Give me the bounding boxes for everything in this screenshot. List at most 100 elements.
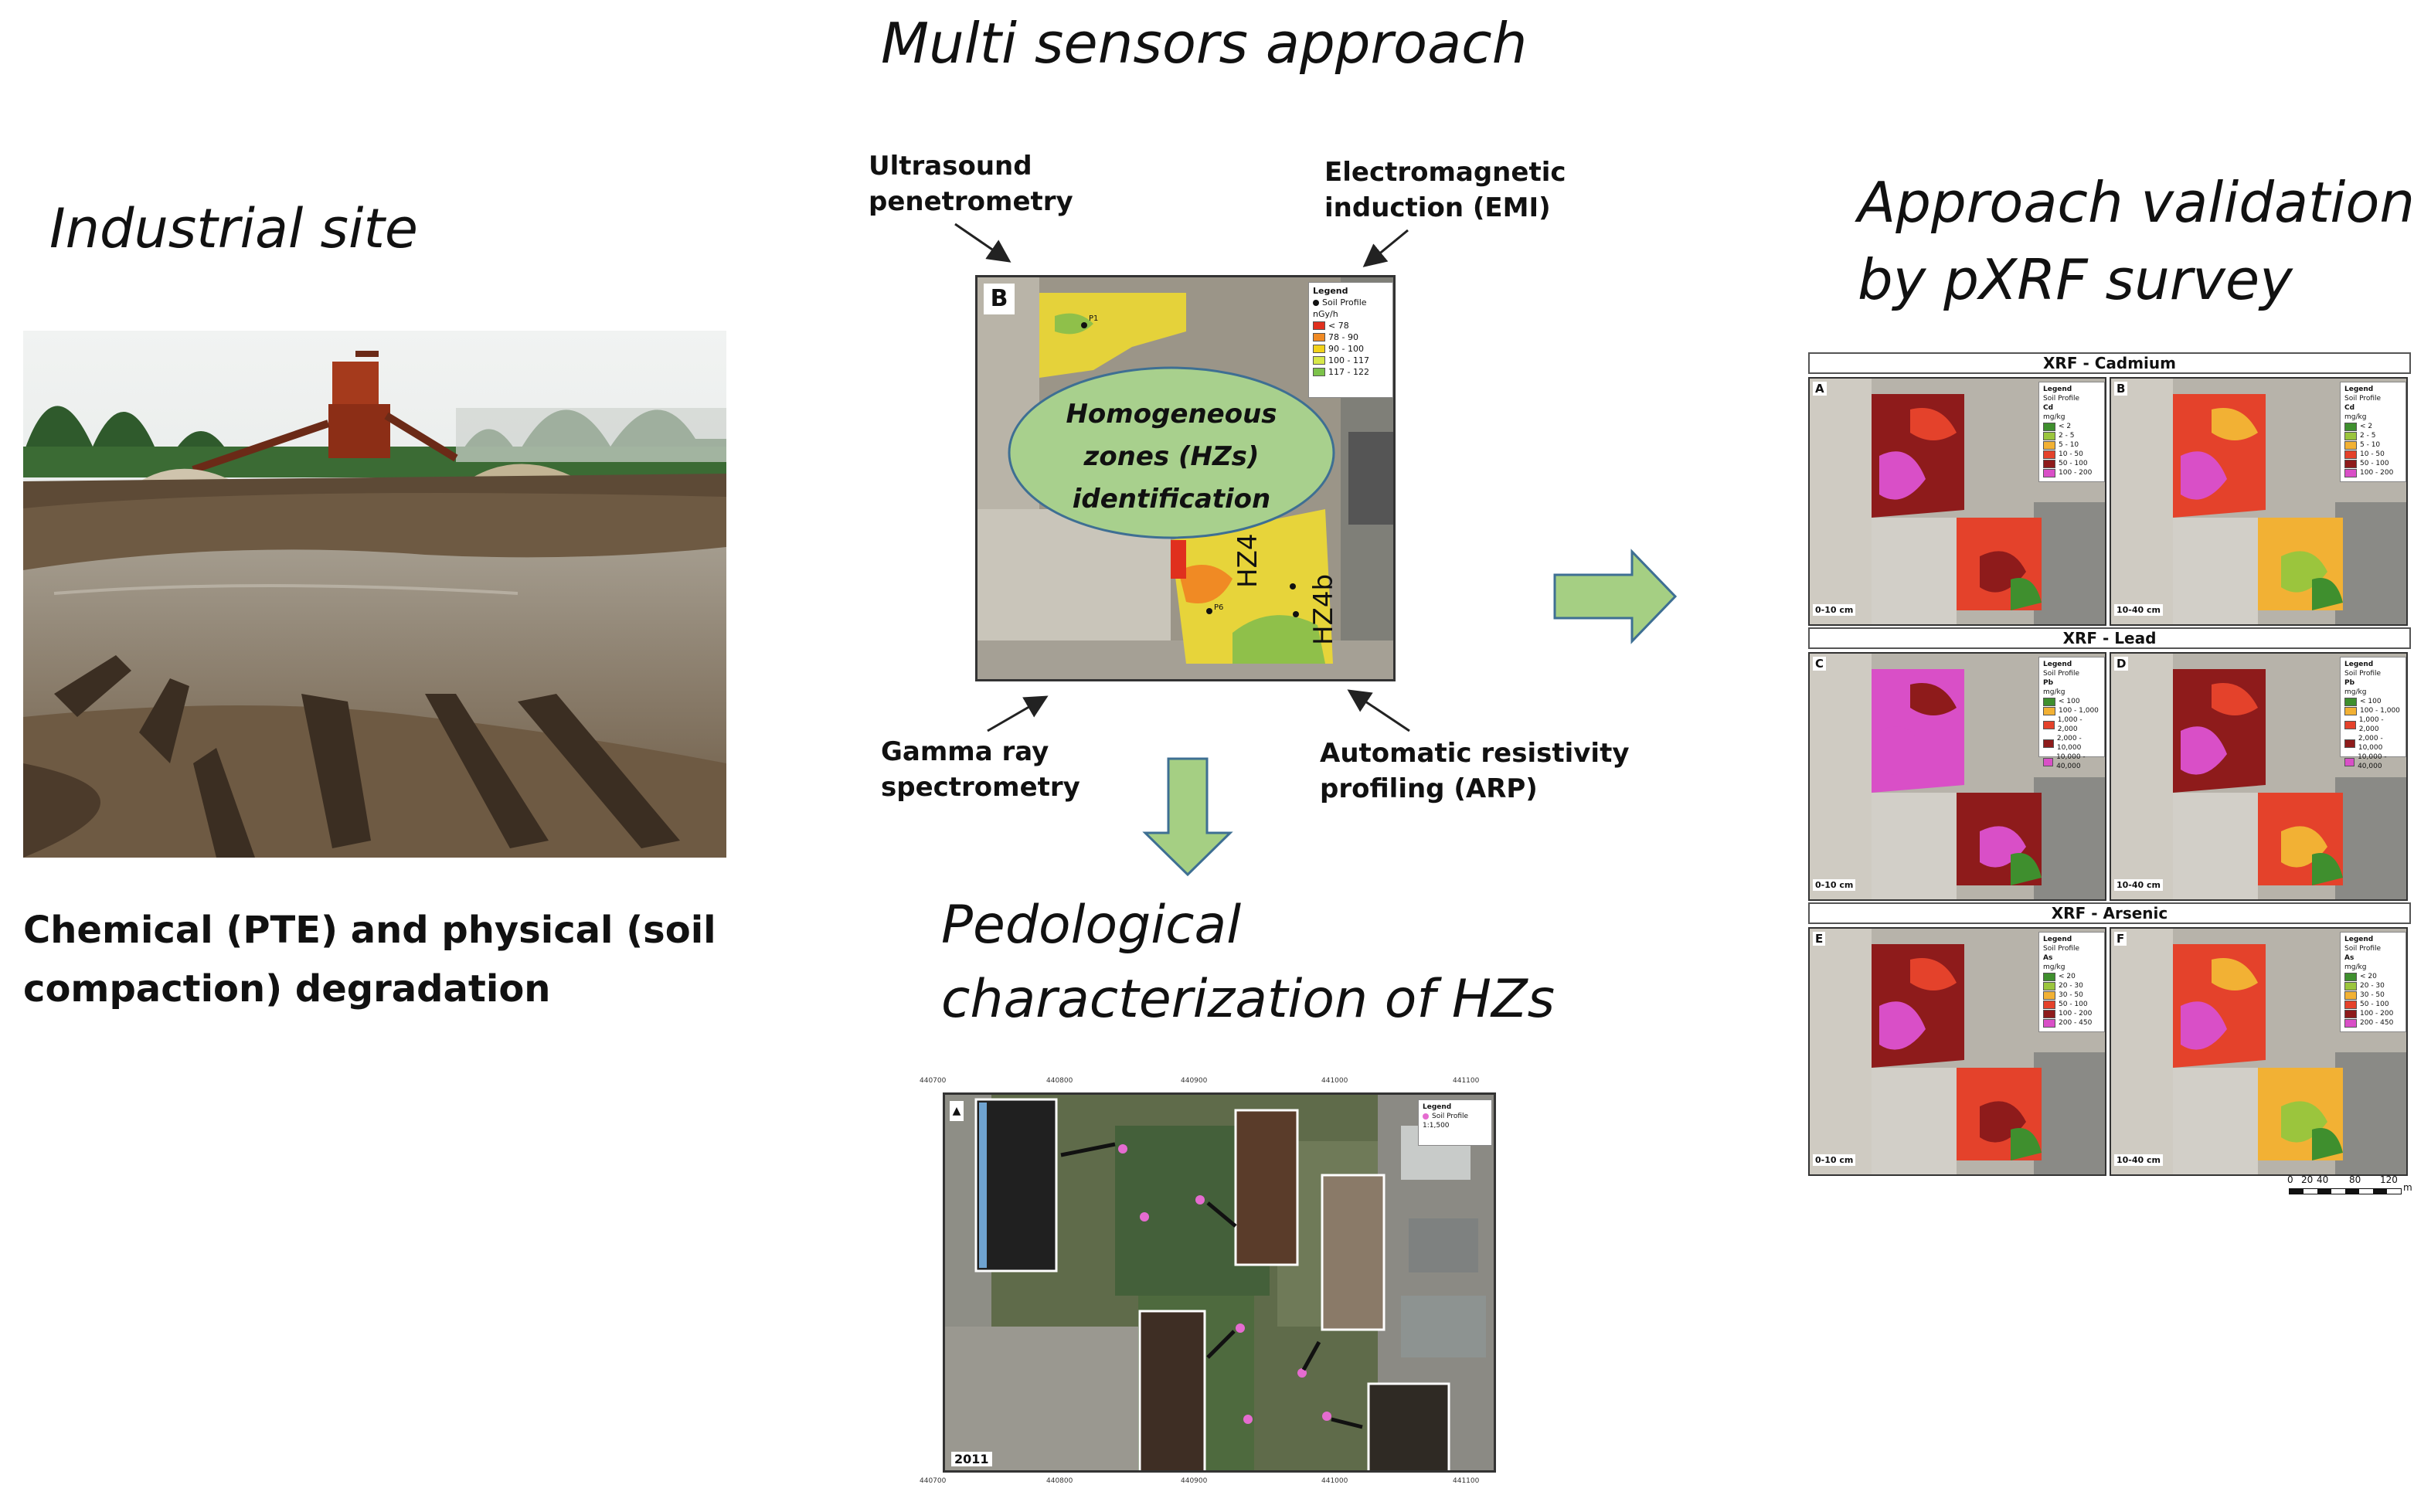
xrf-legend-swatch xyxy=(2344,697,2357,706)
xrf-legend-class: 2,000 - 10,000 xyxy=(2344,734,2402,753)
xrf-legend-class-label: 5 - 10 xyxy=(2059,441,2079,449)
sensor-label-arp: Automatic resistivity profiling (ARP) xyxy=(1320,736,1630,807)
north-arrow-icon: ▲ xyxy=(950,1101,964,1121)
xrf-legend-class: 50 - 100 xyxy=(2344,1000,2402,1009)
xrf-legend-class-label: 2 - 5 xyxy=(2360,432,2376,440)
xrf-legend-class-label: 10 - 50 xyxy=(2059,450,2083,458)
pedo-bottom-tick: 440800 xyxy=(1046,1477,1073,1485)
xrf-legend-swatch xyxy=(2344,450,2357,459)
arrow-ultrasound xyxy=(954,223,1012,263)
crusher-machine xyxy=(192,351,458,474)
xrf-zone-area xyxy=(2212,683,2258,715)
hz-legend-point-label: Soil Profile xyxy=(1322,297,1367,307)
xrf-legend-swatch xyxy=(2344,459,2357,468)
xrf-map-imagery xyxy=(1810,654,2105,899)
soil-profile-point xyxy=(1243,1415,1253,1424)
xrf-legend-class: < 20 xyxy=(2344,972,2402,981)
pedo-map: 440700 440800 440900 441000 441100 xyxy=(920,1077,1515,1494)
xrf-legend-class-label: 30 - 50 xyxy=(2360,991,2385,999)
xrf-zone-area xyxy=(2011,1128,2042,1160)
xrf-legend-unit: mg/kg xyxy=(2344,963,2367,971)
hz-legend-class: < 78 xyxy=(1313,320,1389,331)
xrf-panel-letter: A xyxy=(1813,382,1827,396)
xrf-legend-class-label: 100 - 200 xyxy=(2059,1010,2093,1018)
xrf-legend-swatch xyxy=(2043,1009,2055,1018)
sensor-label-emi: Electromagnetic induction (EMI) xyxy=(1324,155,1566,226)
profile-photo xyxy=(974,1098,1058,1272)
xrf-zone-area xyxy=(1872,518,1957,624)
hz-legend-class-label: 78 - 90 xyxy=(1328,332,1358,342)
hz-legend-class-label: 117 - 122 xyxy=(1328,367,1369,377)
xrf-legend-class: 2,000 - 10,000 xyxy=(2043,734,2100,753)
xrf-legend-class: 10 - 50 xyxy=(2344,450,2402,459)
pedo-bottom-ticks: 440700 440800 440900 441000 441100 xyxy=(920,1477,1491,1491)
xrf-zone-area xyxy=(2173,1068,2258,1174)
xrf-zone-area xyxy=(2173,518,2258,624)
hz-zone-label: HZ4b xyxy=(1308,573,1339,645)
xrf-legend-class: < 100 xyxy=(2344,697,2402,706)
xrf-legend-class-label: 1,000 - 2,000 xyxy=(2057,716,2082,733)
sensor-label-gamma-line2: spectrometry xyxy=(881,772,1080,803)
xrf-zone-area xyxy=(2034,777,2105,899)
xrf-legend-swatch xyxy=(2043,468,2055,477)
xrf-legend-class-label: 50 - 100 xyxy=(2059,1001,2088,1008)
xrf-legend-class-label: 200 - 450 xyxy=(2360,1019,2394,1027)
hz-legend-class: 100 - 117 xyxy=(1313,355,1389,366)
approach-validation-line2: by pXRF survey xyxy=(1858,247,2293,312)
approach-validation-line1: Approach validation xyxy=(1858,170,2416,235)
xrf-legend-swatch xyxy=(2344,468,2357,477)
xrf-zone-area xyxy=(1879,1001,1926,1050)
hz-map: P1 P6 B HZ4 HZ4b Legend Soil Profile nGy… xyxy=(975,275,1396,681)
xrf-legend-swatch xyxy=(2043,1018,2055,1028)
xrf-legend-swatch xyxy=(2344,972,2357,981)
profile-photo xyxy=(1138,1310,1206,1470)
degradation-caption-line2: compaction) degradation xyxy=(23,967,551,1011)
sensor-label-emi-line2: induction (EMI) xyxy=(1324,192,1551,223)
pedo-top-tick: 440700 xyxy=(920,1077,947,1085)
xrf-zone-area xyxy=(2111,929,2173,1174)
xrf-legend-class-label: 100 - 200 xyxy=(2360,469,2394,477)
pedological-heading: Pedological characterization of HZs xyxy=(941,889,1555,1037)
hz-ellipse-line1: Homogeneous xyxy=(1066,399,1277,430)
pedo-legend-point-label: Soil Profile xyxy=(1432,1113,1469,1120)
arrow-arp xyxy=(1347,689,1410,732)
xrf-legend-title: Legend xyxy=(2043,936,2072,943)
xrf-legend-class-label: < 20 xyxy=(2059,973,2076,980)
xrf-legend-title: Legend xyxy=(2344,936,2374,943)
xrf-scale-bar: 0 20 40 80 120 m xyxy=(2287,1174,2412,1202)
pedo-top-tick: 440800 xyxy=(1046,1077,1073,1085)
flow-arrow-down xyxy=(1142,757,1233,877)
xrf-zone-area xyxy=(2011,578,2042,610)
xrf-legend-swatch xyxy=(2344,431,2357,440)
scale-bar-graphic xyxy=(2289,1188,2402,1194)
xrf-panel-letter: D xyxy=(2114,657,2129,671)
xrf-zone-area xyxy=(2181,1001,2227,1050)
xrf-legend-class-label: 1,000 - 2,000 xyxy=(2358,716,2384,733)
xrf-legend-class: 10 - 50 xyxy=(2043,450,2100,459)
xrf-legend-class-label: 2,000 - 10,000 xyxy=(2358,735,2383,752)
hz-legend-class-label: 100 - 117 xyxy=(1328,355,1369,365)
hz-legend-unit: nGy/h xyxy=(1313,309,1338,319)
hz-ellipse-text: Homogeneous zones (HZs) identification xyxy=(1005,393,1338,521)
hz-legend-class-label: 90 - 100 xyxy=(1328,344,1364,354)
scale-tick: 0 xyxy=(2287,1174,2293,1185)
xrf-depth-label: 0-10 cm xyxy=(1813,1154,1856,1166)
xrf-legend-class: 100 - 200 xyxy=(2344,468,2402,477)
xrf-section-title: XRF - Arsenic xyxy=(1808,902,2411,924)
soil-profile-point xyxy=(1140,1212,1149,1221)
xrf-legend-class: 1,000 - 2,000 xyxy=(2344,715,2402,734)
pedo-top-tick: 440900 xyxy=(1181,1077,1208,1085)
pedo-year-label: 2011 xyxy=(951,1452,992,1466)
xrf-zone-area xyxy=(1910,958,1957,990)
pedo-legend-point: Soil Profile xyxy=(1423,1112,1488,1121)
pedological-line2: characterization of HZs xyxy=(941,969,1556,1030)
xrf-legend-swatch xyxy=(2344,1009,2357,1018)
xrf-legend-swatch xyxy=(2043,697,2055,706)
xrf-zone-area xyxy=(2312,578,2343,610)
